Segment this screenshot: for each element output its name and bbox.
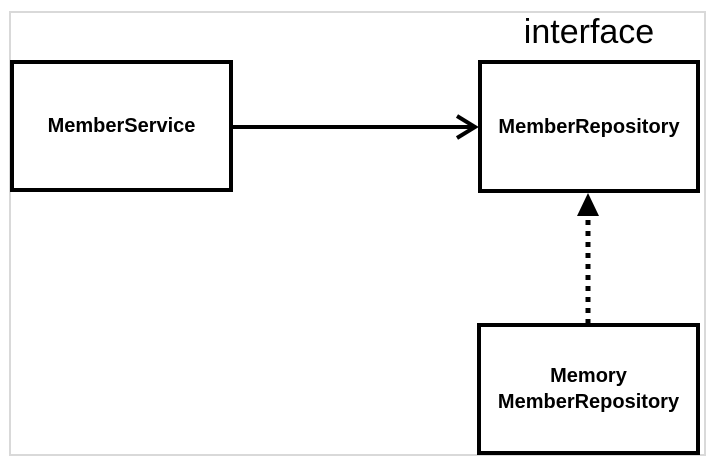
member-service-label: MemberService (47, 115, 196, 137)
memory-member-repository-label-line2: MemberRepository (497, 391, 680, 413)
memory-member-repository-box: Memory MemberRepository (477, 323, 700, 455)
member-repository-box: MemberRepository (478, 60, 700, 193)
implements-arrow-icon (577, 193, 599, 324)
diagram-frame (9, 11, 706, 456)
memory-member-repository-label-line1: Memory (550, 365, 627, 387)
member-service-box: MemberService (10, 60, 233, 192)
dependency-arrow-icon (233, 114, 478, 140)
member-repository-label: MemberRepository (498, 115, 680, 138)
interface-stereotype-label: interface (523, 13, 655, 51)
